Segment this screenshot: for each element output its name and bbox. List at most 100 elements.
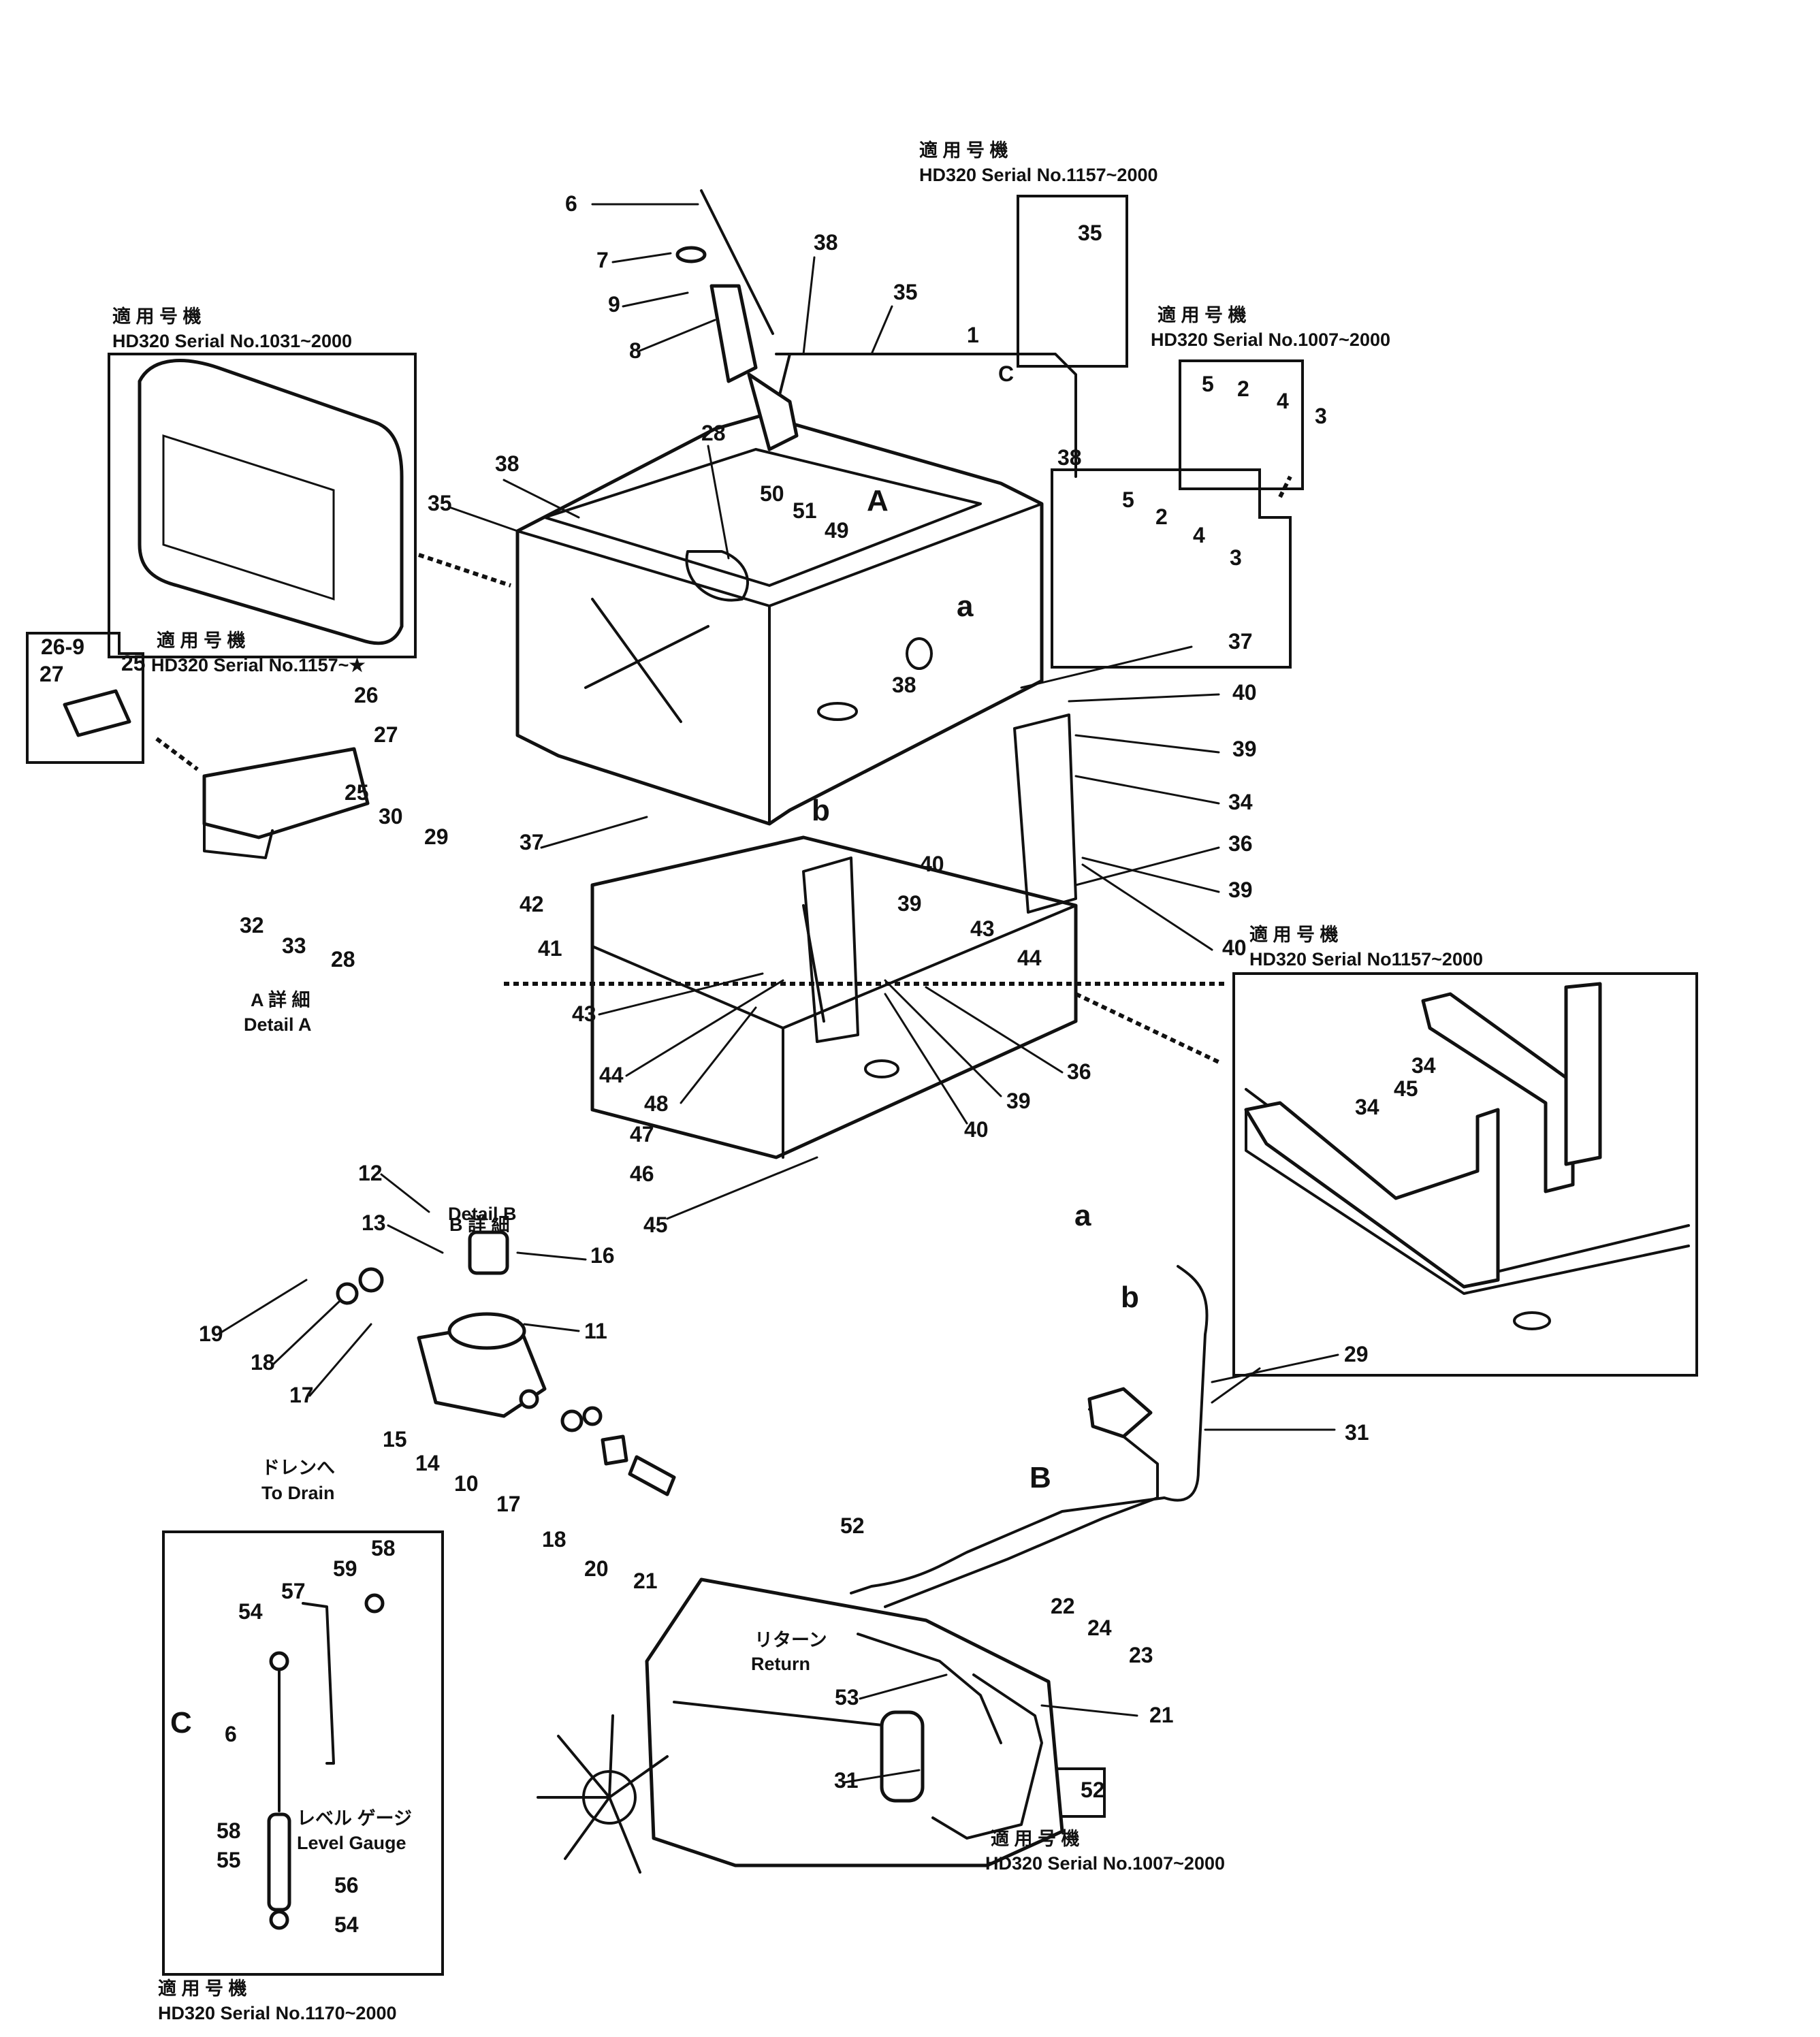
part-label-43a: 43 xyxy=(970,916,995,941)
caption-en-1157-top: HD320 Serial No.1157~2000 xyxy=(919,165,1158,185)
part-label-12: 12 xyxy=(358,1161,383,1185)
filler-neck xyxy=(675,189,799,451)
caption-jp-return: リターン xyxy=(754,1630,827,1650)
part-label-54a: 54 xyxy=(238,1599,263,1624)
part-label-23: 23 xyxy=(1129,1643,1153,1667)
part-label-37a: 37 xyxy=(1228,629,1253,654)
part-label-58b: 58 xyxy=(217,1818,241,1843)
part-label-52a: 52 xyxy=(840,1513,865,1538)
part-label-40b: 40 xyxy=(1222,935,1247,960)
part-label-31a: 31 xyxy=(1345,1420,1369,1445)
caption-jp-1157-top: 適 用 号 機 xyxy=(919,140,1008,161)
part-label-22: 22 xyxy=(1051,1594,1075,1618)
caption-jp-1031: 適 用 号 機 xyxy=(112,306,202,327)
part-label-53: 53 xyxy=(835,1685,859,1710)
caption-en-1007-top: HD320 Serial No.1007~2000 xyxy=(1151,330,1390,350)
strainer-assembly xyxy=(336,1230,676,1496)
fuel-piping xyxy=(850,1265,1209,1840)
caption-jp-1170: 適 用 号 機 xyxy=(158,1978,247,1999)
part-label-26a: 26 xyxy=(354,683,379,707)
detail-a-bracket xyxy=(63,689,370,859)
part-label-25a: 25 xyxy=(345,780,369,805)
part-label-36b: 36 xyxy=(1067,1059,1091,1084)
part-label-52b: 52 xyxy=(1081,1778,1105,1802)
hatch-arrow-frame xyxy=(1074,992,1220,1064)
part-label-45a: 45 xyxy=(643,1213,668,1237)
part-label-4a: 4 xyxy=(1277,389,1289,413)
part-label-40d: 40 xyxy=(964,1117,989,1142)
part-label-20: 20 xyxy=(584,1556,609,1581)
part-label-38d: 38 xyxy=(892,673,916,697)
caption-jp-1007-top: 適 用 号 機 xyxy=(1158,304,1247,325)
part-label-56: 56 xyxy=(334,1873,359,1897)
tank-cover-1031 xyxy=(138,359,404,645)
part-label-34b: 34 xyxy=(1411,1053,1436,1078)
part-label-4b: 4 xyxy=(1193,523,1205,547)
caption-en-level-gauge: Level Gauge xyxy=(297,1833,406,1853)
part-label-29b: 29 xyxy=(1344,1342,1369,1366)
caption-jp-level-gauge: レベル ゲージ xyxy=(297,1808,412,1829)
part-label-40c: 40 xyxy=(920,852,944,876)
caption-jp-1157-star: 適 用 号 機 xyxy=(157,630,246,651)
part-label-9: 9 xyxy=(608,292,620,317)
part-label-41: 41 xyxy=(538,936,562,961)
part-label-16: 16 xyxy=(590,1243,615,1268)
part-label-13: 13 xyxy=(362,1210,386,1235)
part-label-35b: 35 xyxy=(1078,221,1102,245)
hatch-arrow-detail-a xyxy=(155,737,199,771)
inset-frame-serial-1170 xyxy=(162,1530,444,1976)
ref-letter-C2: C xyxy=(170,1706,192,1739)
ref-letter-a2: a xyxy=(1074,1199,1091,1232)
part-label-39a: 39 xyxy=(1232,737,1257,761)
part-label-55: 55 xyxy=(217,1848,241,1872)
part-label-31b: 31 xyxy=(834,1768,859,1793)
part-label-33: 33 xyxy=(282,933,306,958)
ref-letter-b2: b xyxy=(1121,1281,1139,1314)
part-label-27a: 27 xyxy=(374,722,398,747)
part-label-21b: 21 xyxy=(1149,1703,1174,1727)
caption-jp-1007-bottom: 適 用 号 機 xyxy=(991,1828,1080,1849)
caption-en-detail-a: Detail A xyxy=(244,1014,312,1035)
part-label-17b: 17 xyxy=(496,1492,521,1516)
part-label-54b: 54 xyxy=(334,1912,359,1937)
caption-jp-detail-b: B 詳 細 xyxy=(449,1214,510,1235)
part-label-3a: 3 xyxy=(1315,404,1327,428)
ref-letter-a1: a xyxy=(957,590,974,623)
caption-jp-1157-right: 適 用 号 機 xyxy=(1249,924,1339,945)
ref-letter-A: A xyxy=(867,484,889,517)
part-label-5a: 5 xyxy=(1202,372,1214,396)
part-label-48: 48 xyxy=(644,1091,669,1116)
part-label-39c: 39 xyxy=(897,891,922,916)
leader-lines xyxy=(217,203,1339,1784)
part-label-27b: 27 xyxy=(39,662,64,686)
part-label-46: 46 xyxy=(630,1161,654,1186)
part-label-2a: 2 xyxy=(1237,376,1249,401)
caption-jp-detail-a: A 詳 細 xyxy=(251,989,310,1010)
inset-frame-serial-1007-top xyxy=(1179,359,1304,490)
caption-en-return: Return xyxy=(751,1654,810,1674)
inset-frame-caps xyxy=(1051,468,1292,669)
part-label-5b: 5 xyxy=(1122,487,1134,512)
inset-frame-serial-1157-star xyxy=(26,632,144,764)
part-label-47: 47 xyxy=(630,1122,654,1146)
part-label-44a: 44 xyxy=(1017,946,1042,970)
caption-en-1170: HD320 Serial No.1170~2000 xyxy=(158,2003,397,2023)
level-gauge xyxy=(267,1593,385,1930)
caption-en-1157-star: HD320 Serial No.1157~★ xyxy=(151,655,366,675)
part-label-6b: 6 xyxy=(225,1722,237,1746)
hatch-arrow-cover xyxy=(418,553,511,588)
part-label-38a: 38 xyxy=(814,230,838,255)
part-label-19: 19 xyxy=(199,1321,223,1346)
part-label-26b: 26-9 xyxy=(41,635,84,659)
part-label-8: 8 xyxy=(629,338,641,363)
part-label-42: 42 xyxy=(520,892,544,916)
part-label-57: 57 xyxy=(281,1579,306,1603)
part-label-43b: 43 xyxy=(572,1001,596,1026)
part-label-11: 11 xyxy=(584,1319,607,1343)
part-label-45b: 45 xyxy=(1394,1076,1418,1101)
tank-mount-frame xyxy=(590,713,1078,1159)
engine xyxy=(537,1577,1064,1874)
